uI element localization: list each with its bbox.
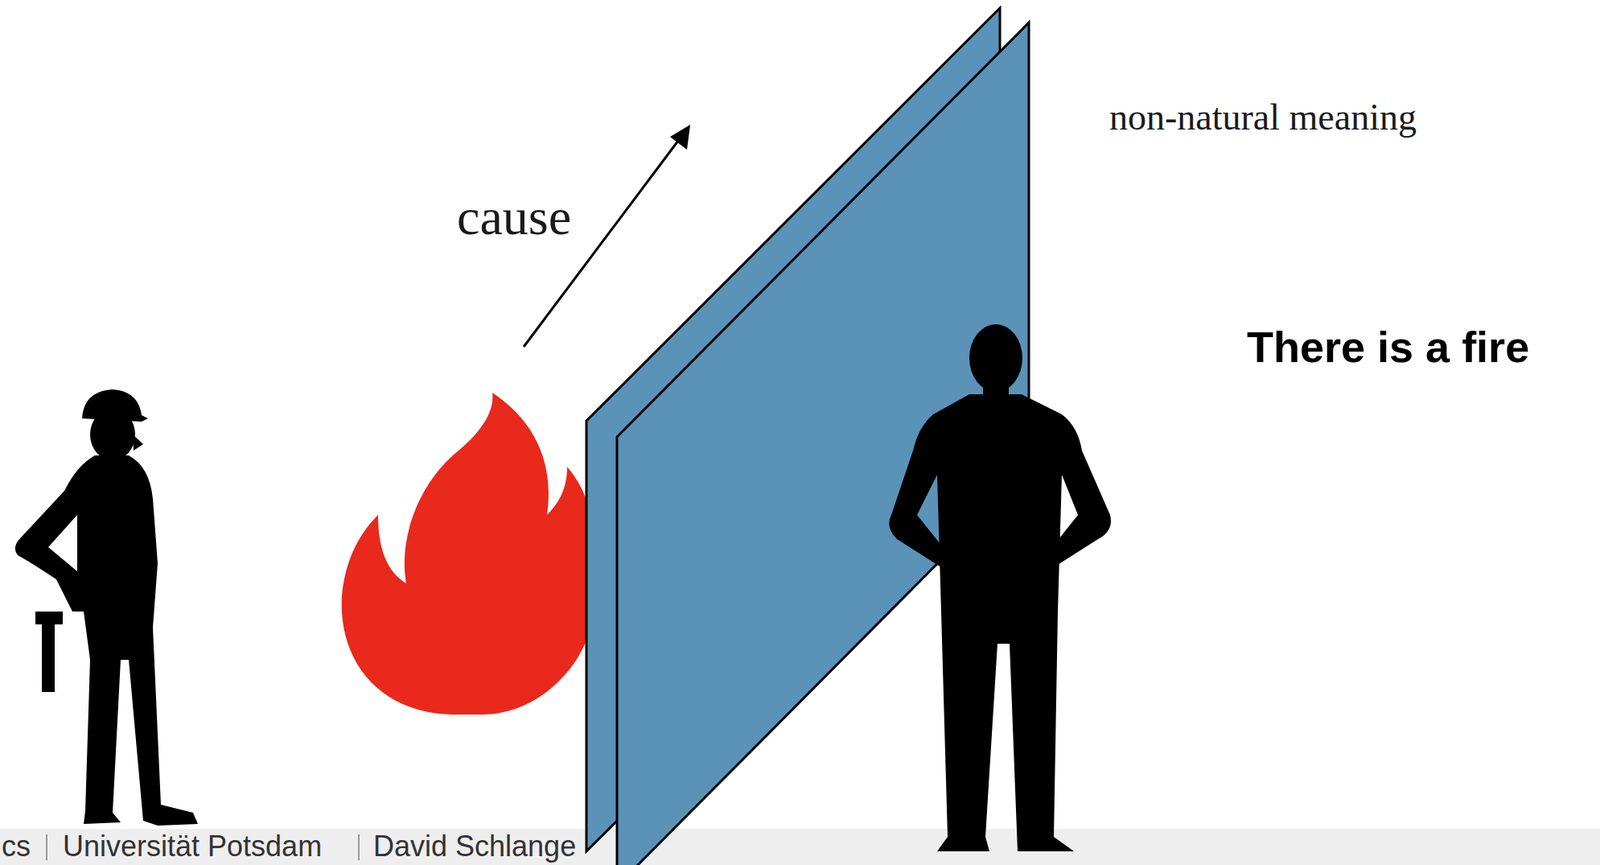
wall-panel-front [616, 22, 1029, 865]
utterance-label: There is a fire [1246, 320, 1530, 374]
man-silhouette [888, 324, 1111, 852]
annotation-label: non-natural meaning [1109, 94, 1417, 140]
footer-text: cs [1, 828, 31, 864]
footer-bar [0, 828, 1600, 865]
wall-panel-back [586, 8, 1000, 852]
arrow-label: cause [456, 186, 572, 249]
footer-separator [357, 834, 360, 860]
fire-symbol [341, 392, 599, 715]
footer-text: David Schlange [373, 828, 576, 864]
arrow-head [670, 124, 691, 150]
footer-separator [45, 834, 48, 860]
worker-silhouette [15, 389, 198, 826]
footer-text: Universität Potsdam [62, 828, 322, 864]
